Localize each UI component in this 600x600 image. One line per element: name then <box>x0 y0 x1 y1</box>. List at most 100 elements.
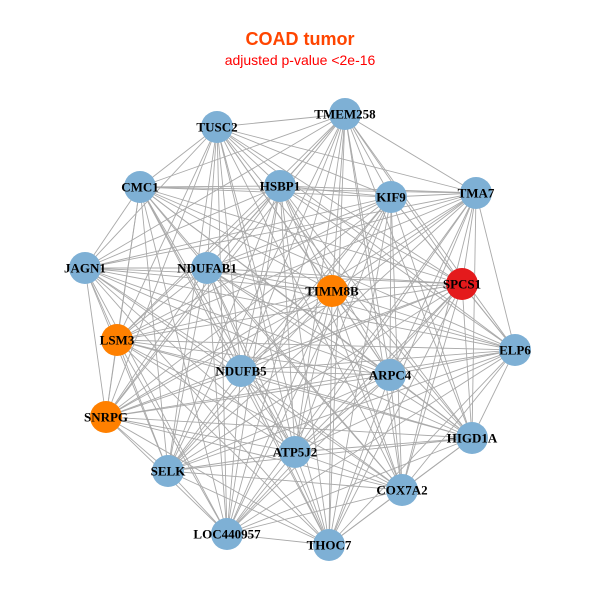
edge-TMA7-ATP5J2 <box>294 192 477 453</box>
chart-title: COAD tumor <box>245 29 355 49</box>
edge-TIMM8B-SNRPG <box>105 290 333 418</box>
node-label: LOC440957 <box>193 527 261 542</box>
edge-HIGD1A-ATP5J2 <box>294 437 473 453</box>
node-label: HIGD1A <box>447 431 498 446</box>
node-SELK: SELK <box>151 455 186 487</box>
edge-CMC1-COX7A2 <box>139 186 403 491</box>
edge-TMEM258-ELP6 <box>344 113 516 351</box>
edge-NDUFAB1-THOC7 <box>206 267 330 546</box>
edge-TMA7-ELP6 <box>475 192 516 351</box>
node-circle <box>374 359 406 391</box>
edge-JAGN1-LOC440957 <box>84 267 228 535</box>
node-ARPC4: ARPC4 <box>369 359 412 391</box>
node-SNRPG: SNRPG <box>84 401 128 433</box>
node-circle <box>124 171 156 203</box>
edge-LSM3-ATP5J2 <box>116 339 296 453</box>
node-label: ARPC4 <box>369 368 412 383</box>
edge-TMA7-TIMM8B <box>331 192 477 292</box>
edge-ELP6-THOC7 <box>328 349 516 546</box>
edge-JAGN1-THOC7 <box>84 267 330 546</box>
node-label: CMC1 <box>121 180 159 195</box>
edge-KIF9-SNRPG <box>105 196 392 418</box>
edge-NDUFB5-SELK <box>167 370 242 472</box>
edge-SNRPG-COX7A2 <box>105 416 403 491</box>
edge-HSBP1-JAGN1 <box>84 185 281 269</box>
edge-HSBP1-NDUFB5 <box>240 185 281 372</box>
edge-TMA7-JAGN1 <box>84 192 477 269</box>
edge-SELK-THOC7 <box>167 470 330 546</box>
edge-ELP6-ATP5J2 <box>294 349 516 453</box>
edge-TIMM8B-LSM3 <box>116 290 333 341</box>
edge-CMC1-JAGN1 <box>84 186 141 269</box>
node-label: NDUFAB1 <box>177 261 237 276</box>
edge-LOC440957-THOC7 <box>226 533 330 546</box>
edge-ARPC4-ATP5J2 <box>294 374 391 453</box>
node-HIGD1A: HIGD1A <box>447 422 498 454</box>
edge-SPCS1-THOC7 <box>328 283 463 546</box>
edge-ELP6-HIGD1A <box>471 349 516 439</box>
edge-NDUFAB1-ELP6 <box>206 267 516 351</box>
edge-TMEM258-SELK <box>167 113 346 472</box>
edge-LSM3-COX7A2 <box>116 339 403 491</box>
edge-ARPC4-SNRPG <box>105 374 391 418</box>
edge-NDUFAB1-HIGD1A <box>206 267 473 439</box>
node-JAGN1: JAGN1 <box>64 252 106 284</box>
edge-JAGN1-SELK <box>84 267 169 472</box>
edge-TIMM8B-ATP5J2 <box>294 290 333 453</box>
edge-TUSC2-ATP5J2 <box>216 126 296 453</box>
node-label: TMA7 <box>458 186 495 201</box>
node-TIMM8B: TIMM8B <box>305 275 359 307</box>
node-SPCS1: SPCS1 <box>443 268 481 300</box>
edge-NDUFAB1-ARPC4 <box>206 267 391 376</box>
edge-TIMM8B-COX7A2 <box>331 290 403 491</box>
node-ELP6: ELP6 <box>499 334 531 366</box>
node-label: TMEM258 <box>314 107 376 122</box>
edge-ATP5J2-SELK <box>167 451 296 472</box>
chart-subtitle: adjusted p-value <2e-16 <box>224 52 376 68</box>
edge-TIMM8B-ELP6 <box>331 290 516 351</box>
node-label: TUSC2 <box>196 120 237 135</box>
edge-HSBP1-NDUFAB1 <box>206 185 281 269</box>
node-TMA7: TMA7 <box>458 177 495 209</box>
node-COX7A2: COX7A2 <box>376 474 428 506</box>
edge-COX7A2-LOC440957 <box>226 489 403 535</box>
edge-TUSC2-SELK <box>167 126 218 472</box>
node-label: KIF9 <box>376 190 406 205</box>
edge-JAGN1-ARPC4 <box>84 267 391 376</box>
node-circle <box>446 268 478 300</box>
edge-LSM3-ELP6 <box>116 339 516 351</box>
edge-TMA7-SNRPG <box>105 192 477 418</box>
edge-CMC1-SPCS1 <box>139 186 463 285</box>
edge-ARPC4-HIGD1A <box>389 374 473 439</box>
edge-NDUFAB1-TIMM8B <box>206 267 333 292</box>
edge-TIMM8B-SPCS1 <box>331 283 463 292</box>
edge-TUSC2-SPCS1 <box>216 126 463 285</box>
edge-TIMM8B-ARPC4 <box>331 290 391 376</box>
edge-HSBP1-THOC7 <box>279 185 330 546</box>
edge-HSBP1-KIF9 <box>279 185 392 198</box>
node-circle <box>201 111 233 143</box>
node-LSM3: LSM3 <box>100 324 135 356</box>
node-label: SNRPG <box>84 410 128 425</box>
edge-NDUFB5-LOC440957 <box>226 370 242 535</box>
edge-CMC1-TMA7 <box>139 186 477 194</box>
node-label: ATP5J2 <box>273 445 318 460</box>
node-NDUFB5: NDUFB5 <box>215 355 267 387</box>
edge-SPCS1-LSM3 <box>116 283 463 341</box>
edge-TMA7-NDUFAB1 <box>206 192 477 269</box>
edge-ARPC4-SELK <box>167 374 391 472</box>
node-CMC1: CMC1 <box>121 171 159 203</box>
node-circle <box>191 252 223 284</box>
edge-ARPC4-THOC7 <box>328 374 391 546</box>
node-circle <box>375 181 407 213</box>
edge-TMEM258-CMC1 <box>139 113 346 188</box>
edge-TMA7-LOC440957 <box>226 192 477 535</box>
edge-SNRPG-THOC7 <box>105 416 330 546</box>
node-label: TIMM8B <box>305 284 359 299</box>
edge-TMEM258-TIMM8B <box>331 113 346 292</box>
edge-HSBP1-SPCS1 <box>279 185 463 285</box>
node-THOC7: THOC7 <box>307 529 352 561</box>
edge-KIF9-NDUFB5 <box>240 196 392 372</box>
edge-KIF9-HIGD1A <box>390 196 473 439</box>
